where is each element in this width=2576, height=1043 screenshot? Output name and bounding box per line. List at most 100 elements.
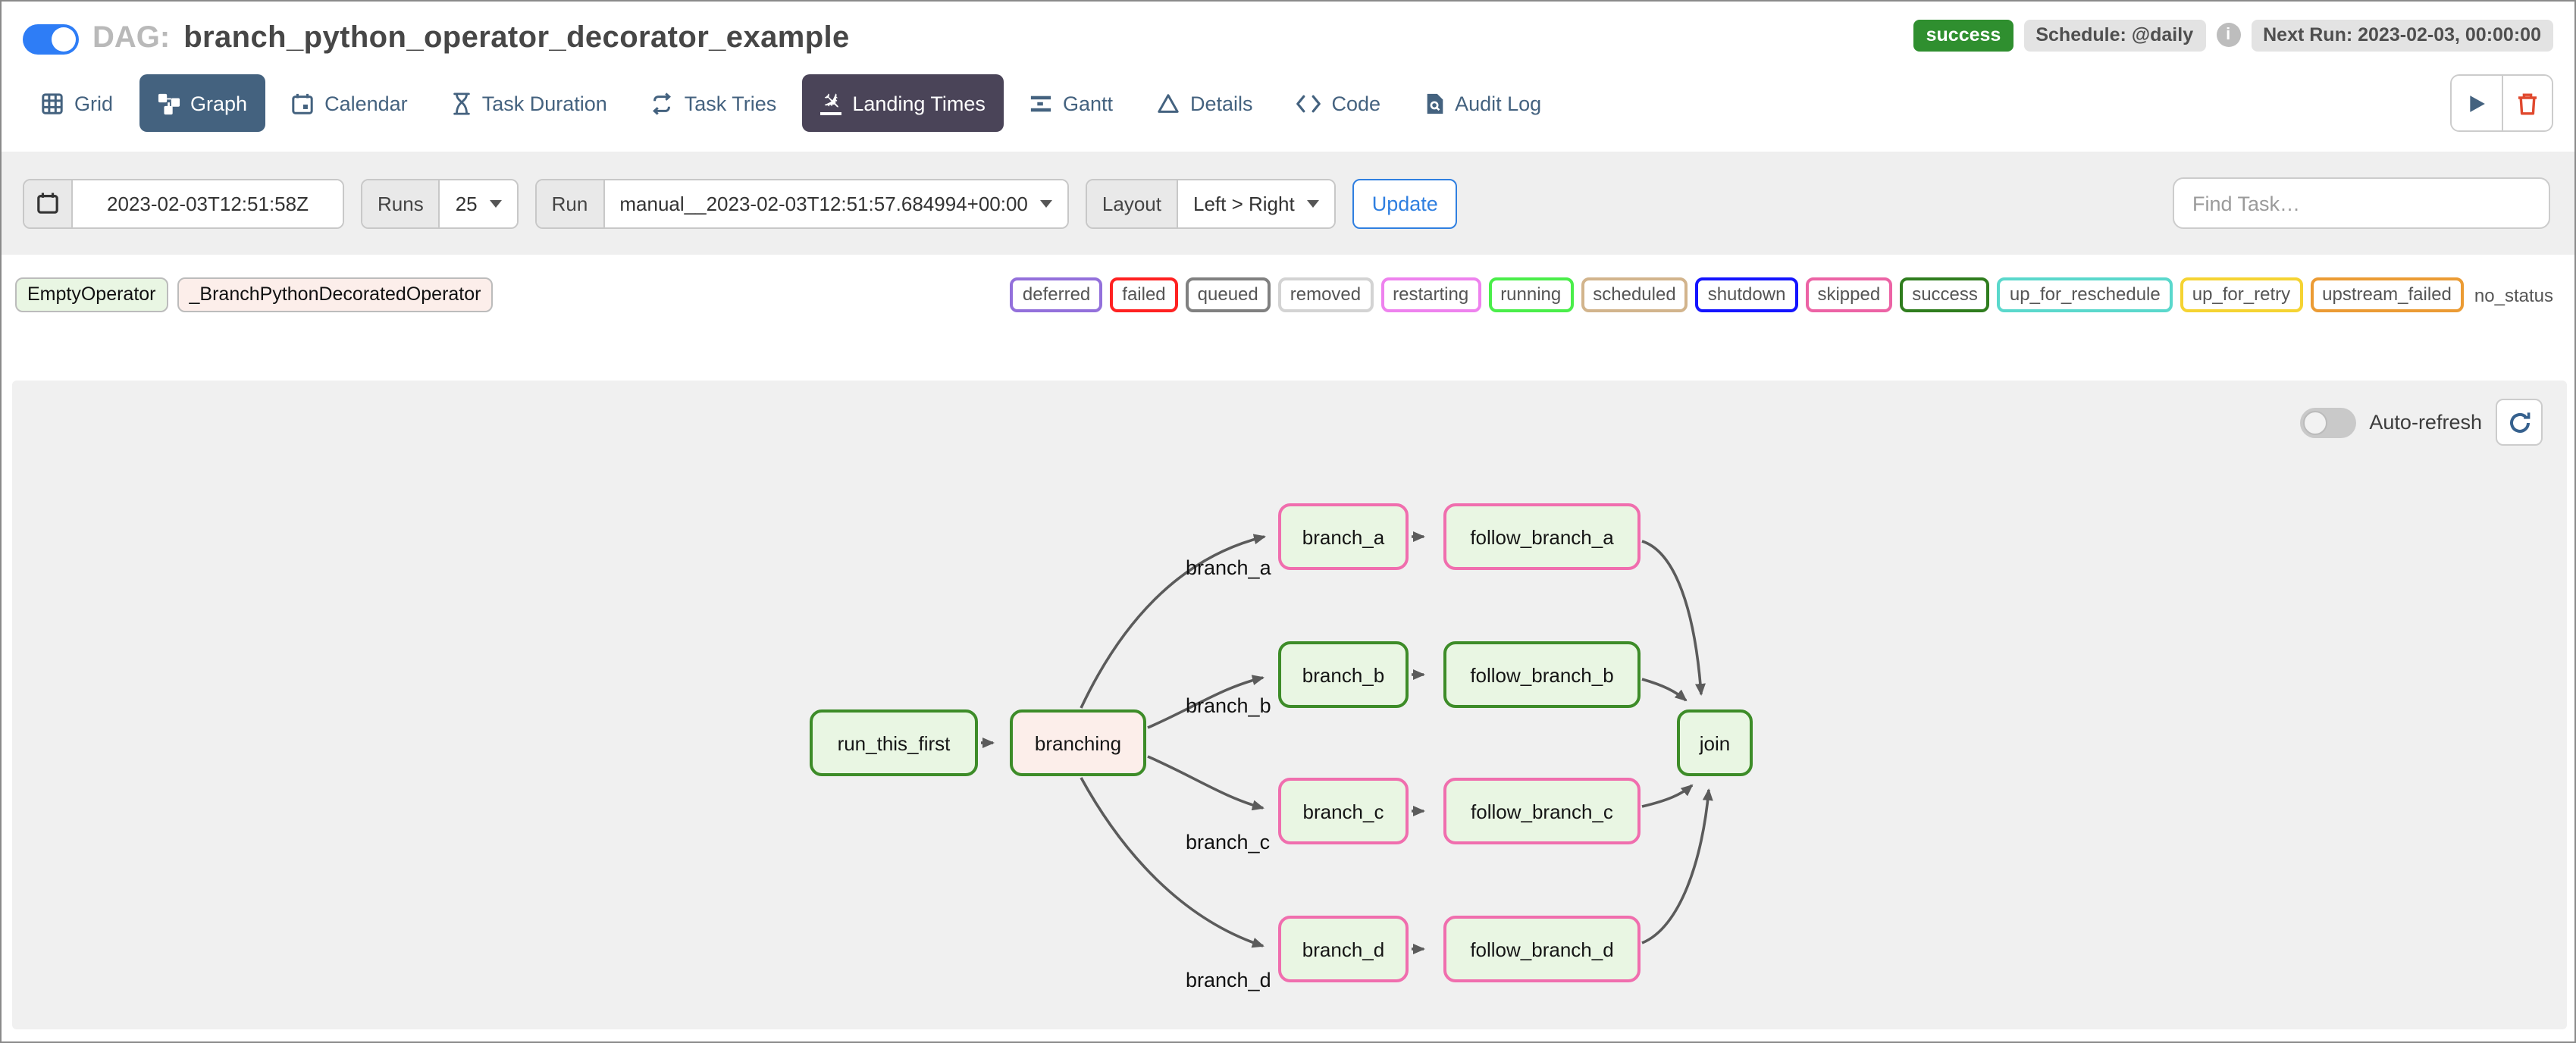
graph-node-run_this_first[interactable]: run_this_first: [810, 709, 978, 776]
find-task-input[interactable]: [2173, 177, 2550, 229]
tab-label: Details: [1190, 92, 1253, 114]
runs-select[interactable]: 25: [440, 180, 517, 227]
tab-code[interactable]: Code: [1279, 74, 1399, 132]
calendar-icon: [36, 191, 59, 215]
dag-status-badge: success: [1914, 20, 2013, 51]
trigger-dag-button[interactable]: [2452, 76, 2502, 130]
status-badge-queued[interactable]: queued: [1186, 277, 1271, 312]
status-badge-shutdown[interactable]: shutdown: [1696, 277, 1798, 312]
toggle-knob: [52, 27, 76, 51]
graph-node-join[interactable]: join: [1677, 709, 1753, 776]
graph-node-branching[interactable]: branching: [1010, 709, 1146, 776]
tab-label: Landing Times: [852, 92, 986, 114]
run-select[interactable]: manual__2023-02-03T12:51:57.684994+00:00: [604, 180, 1067, 227]
tab-calendar[interactable]: Calendar: [273, 74, 426, 132]
tab-label: Task Duration: [482, 92, 607, 114]
status-badge-no_status[interactable]: no_status: [2471, 281, 2556, 309]
chevron-down-icon: [1307, 199, 1319, 207]
code-icon: [1297, 93, 1321, 113]
status-legend: deferredfailed queuedremovedrestartingrun…: [1011, 277, 2556, 312]
layout-group: Layout Left > Right: [1086, 178, 1336, 228]
tab-details[interactable]: Details: [1139, 74, 1271, 132]
dag-header: DAG: branch_python_operator_decorator_ex…: [2, 2, 2574, 56]
hourglass-icon: [452, 92, 472, 114]
layout-label: Layout: [1087, 180, 1178, 227]
run-select-group: Run manual__2023-02-03T12:51:57.684994+0…: [535, 178, 1069, 228]
calendar-icon: [291, 92, 314, 114]
tab-label: Grid: [74, 92, 113, 114]
graph-node-follow_branch_d[interactable]: follow_branch_d: [1443, 916, 1641, 982]
tab-grid[interactable]: Grid: [23, 74, 131, 132]
auto-refresh-label: Auto-refresh: [2369, 411, 2482, 434]
chevron-down-icon: [490, 199, 502, 207]
tab-graph[interactable]: Graph: [139, 74, 265, 132]
dag-prefix-label: DAG:: [92, 21, 170, 56]
update-button[interactable]: Update: [1352, 178, 1458, 228]
refresh-button[interactable]: [2496, 399, 2543, 446]
status-badge-restarting[interactable]: restarting: [1380, 277, 1481, 312]
graph-node-follow_branch_b[interactable]: follow_branch_b: [1443, 641, 1641, 708]
tab-label: Audit Log: [1455, 92, 1541, 114]
tab-landing-times[interactable]: ✈ Landing Times: [802, 74, 1004, 132]
graph-icon: [157, 92, 180, 114]
graph-node-follow_branch_a[interactable]: follow_branch_a: [1443, 503, 1641, 570]
status-badge-deferred[interactable]: deferred: [1011, 277, 1102, 312]
status-badge-skipped[interactable]: skipped: [1805, 277, 1892, 312]
file-search-icon: [1424, 92, 1444, 114]
status-badge-up_for_reschedule[interactable]: up_for_reschedule: [1998, 277, 2173, 312]
graph-node-branch_d[interactable]: branch_d: [1278, 916, 1409, 982]
status-badge-success[interactable]: success: [1900, 277, 1990, 312]
play-icon: [2467, 93, 2487, 113]
info-icon[interactable]: i: [2216, 23, 2240, 48]
runs-label: Runs: [362, 180, 440, 227]
legend-row: EmptyOperator _BranchPythonDecoratedOpera…: [2, 255, 2574, 335]
status-badge-scheduled[interactable]: scheduled: [1581, 277, 1688, 312]
graph-node-branch_c[interactable]: branch_c: [1278, 778, 1409, 844]
tab-task-tries[interactable]: Task Tries: [633, 74, 795, 132]
graph-node-follow_branch_c[interactable]: follow_branch_c: [1443, 778, 1641, 844]
tab-label: Task Tries: [685, 92, 777, 114]
tab-task-duration[interactable]: Task Duration: [434, 74, 625, 132]
schedule-badge: Schedule: @daily: [2023, 20, 2205, 51]
trash-icon: [2517, 92, 2538, 114]
operator-badge: EmptyOperator: [15, 277, 168, 312]
details-icon: [1157, 92, 1180, 114]
dag-action-buttons: [2450, 74, 2553, 132]
operator-legend: EmptyOperator _BranchPythonDecoratedOpera…: [15, 277, 494, 312]
calendar-picker-button[interactable]: [24, 180, 73, 227]
gantt-icon: [1029, 92, 1052, 114]
status-badge-up_for_retry[interactable]: up_for_retry: [2180, 277, 2302, 312]
header-badges: success Schedule: @daily i Next Run: 202…: [1914, 20, 2553, 51]
status-badge-upstream_failed[interactable]: upstream_failed: [2310, 277, 2464, 312]
layout-select[interactable]: Left > Right: [1178, 180, 1334, 227]
grid-icon: [41, 92, 64, 114]
tab-label: Gantt: [1063, 92, 1113, 114]
operator-badge: _BranchPythonDecoratedOperator: [177, 277, 494, 312]
tab-label: Code: [1332, 92, 1381, 114]
graph-node-branch_b[interactable]: branch_b: [1278, 641, 1409, 708]
graph-node-branch_a[interactable]: branch_a: [1278, 503, 1409, 570]
status-badge-running[interactable]: running: [1488, 277, 1573, 312]
tab-audit-log[interactable]: Audit Log: [1406, 74, 1559, 132]
base-date-input[interactable]: 2023-02-03T12:51:58Z: [73, 180, 343, 227]
num-runs-group: Runs 25: [361, 178, 519, 228]
auto-refresh-controls: Auto-refresh: [2299, 399, 2543, 446]
status-badge-failed[interactable]: failed: [1110, 277, 1177, 312]
status-badge-removed[interactable]: removed: [1278, 277, 1373, 312]
base-date-group: 2023-02-03T12:51:58Z: [23, 178, 344, 228]
run-label: Run: [537, 180, 605, 227]
filter-toolbar: 2023-02-03T12:51:58Z Runs 25 Run manual_…: [2, 152, 2574, 255]
next-run-badge: Next Run: 2023-02-03, 00:00:00: [2251, 20, 2553, 51]
repeat-icon: [651, 92, 674, 114]
delete-dag-button[interactable]: [2502, 76, 2552, 130]
toggle-knob: [2302, 410, 2327, 434]
dag-pause-toggle[interactable]: [23, 23, 79, 54]
auto-refresh-toggle[interactable]: [2299, 407, 2355, 437]
page-title: branch_python_operator_decorator_example: [183, 21, 850, 56]
chevron-down-icon: [1040, 199, 1052, 207]
tab-label: Graph: [190, 92, 247, 114]
tab-gantt[interactable]: Gantt: [1011, 74, 1131, 132]
plane-landing-icon: ✈: [820, 91, 841, 115]
tab-label: Calendar: [324, 92, 408, 114]
